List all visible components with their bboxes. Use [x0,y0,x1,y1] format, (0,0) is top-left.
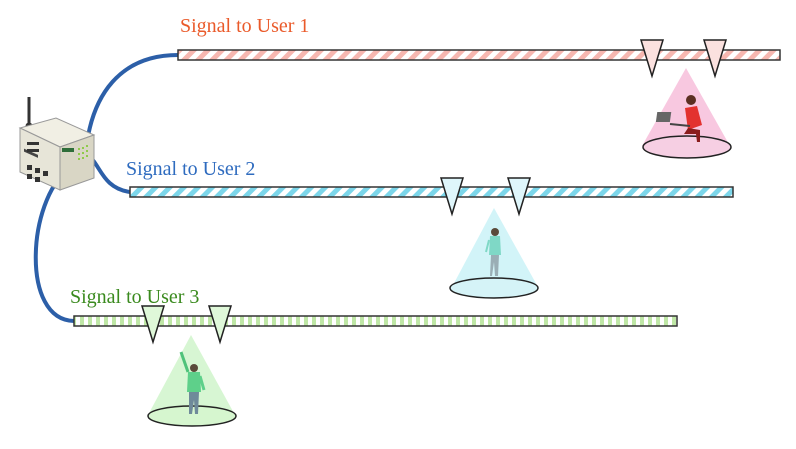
signal-bar-2 [129,186,734,198]
user-1-zone [639,39,732,159]
marker-triangle [702,39,728,79]
signal-bar-3 [73,315,678,327]
user-laptop-icon [655,95,702,142]
marker-triangle [140,305,166,345]
signal-label-user-1: Signal to User 1 [180,15,309,37]
user-2-zone [439,177,539,299]
cable-to-user-1 [84,53,180,152]
cable-to-user-3 [33,168,76,323]
signal-bar-1 [177,49,781,61]
marker-triangle [506,177,532,217]
signal-label-user-3: Signal to User 3 [70,286,199,308]
marker-triangle [439,177,465,217]
marker-triangle [207,305,233,345]
base-station-icon [18,97,96,191]
user-waving-icon [179,351,206,414]
marker-triangle [639,39,665,79]
user-standing-icon [485,228,501,276]
user-3-zone [140,305,237,427]
signal-label-user-2: Signal to User 2 [126,158,255,180]
